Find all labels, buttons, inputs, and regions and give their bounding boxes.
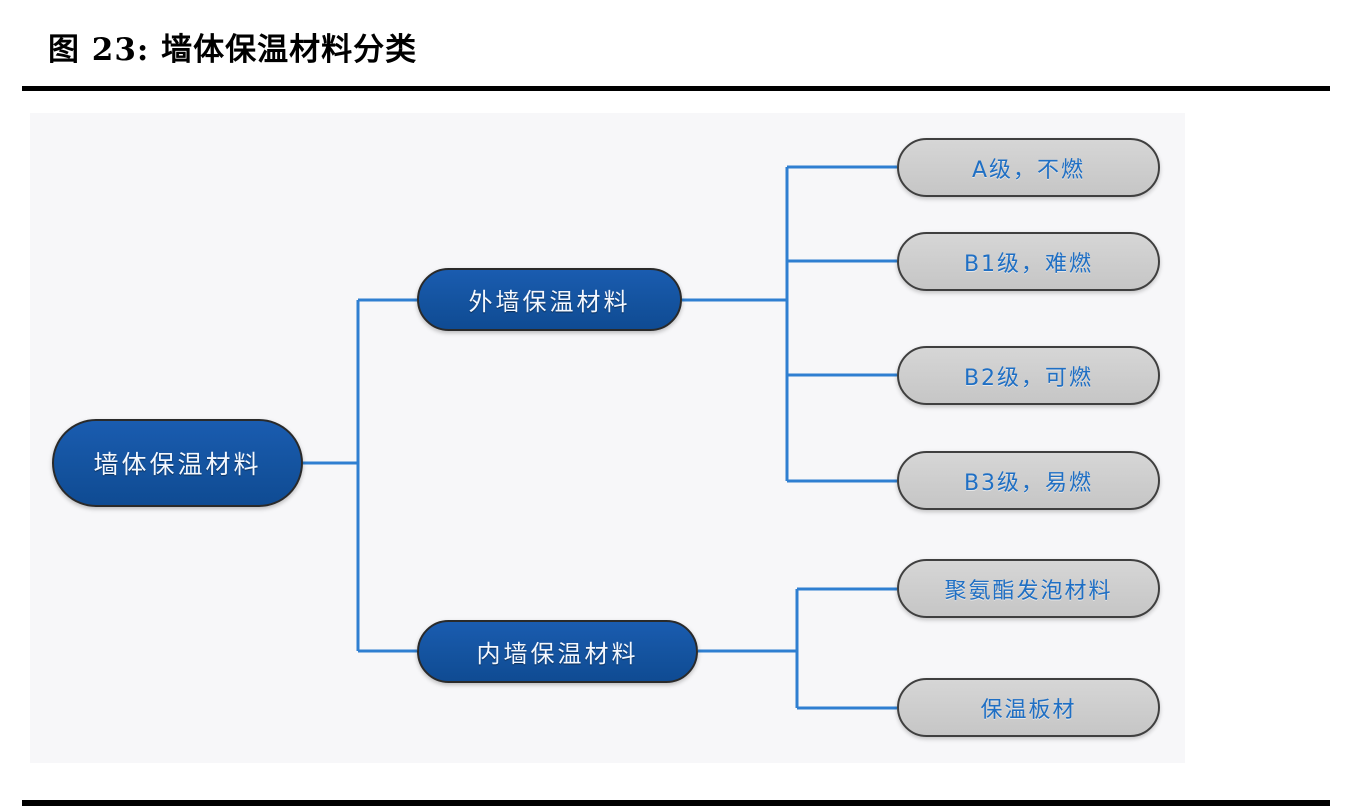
- tree-node-grade-a[interactable]: A级，不燃: [897, 138, 1160, 197]
- tree-node-polyurethane-foam[interactable]: 聚氨酯发泡材料: [897, 559, 1160, 618]
- tree-node-insulation-board[interactable]: 保温板材: [897, 678, 1160, 737]
- tree-node-root[interactable]: 墙体保温材料: [52, 419, 303, 507]
- tree-node-grade-b3[interactable]: B3级，易燃: [897, 451, 1160, 510]
- page-title: 图 23: 墙体保温材料分类: [48, 32, 418, 68]
- tree-node-interior-wall[interactable]: 内墙保温材料: [417, 620, 698, 683]
- title-divider: [22, 86, 1330, 91]
- tree-node-exterior-wall[interactable]: 外墙保温材料: [417, 268, 682, 331]
- tree-node-grade-b2[interactable]: B2级，可燃: [897, 346, 1160, 405]
- bottom-divider: [22, 800, 1330, 806]
- tree-node-grade-b1[interactable]: B1级，难燃: [897, 232, 1160, 291]
